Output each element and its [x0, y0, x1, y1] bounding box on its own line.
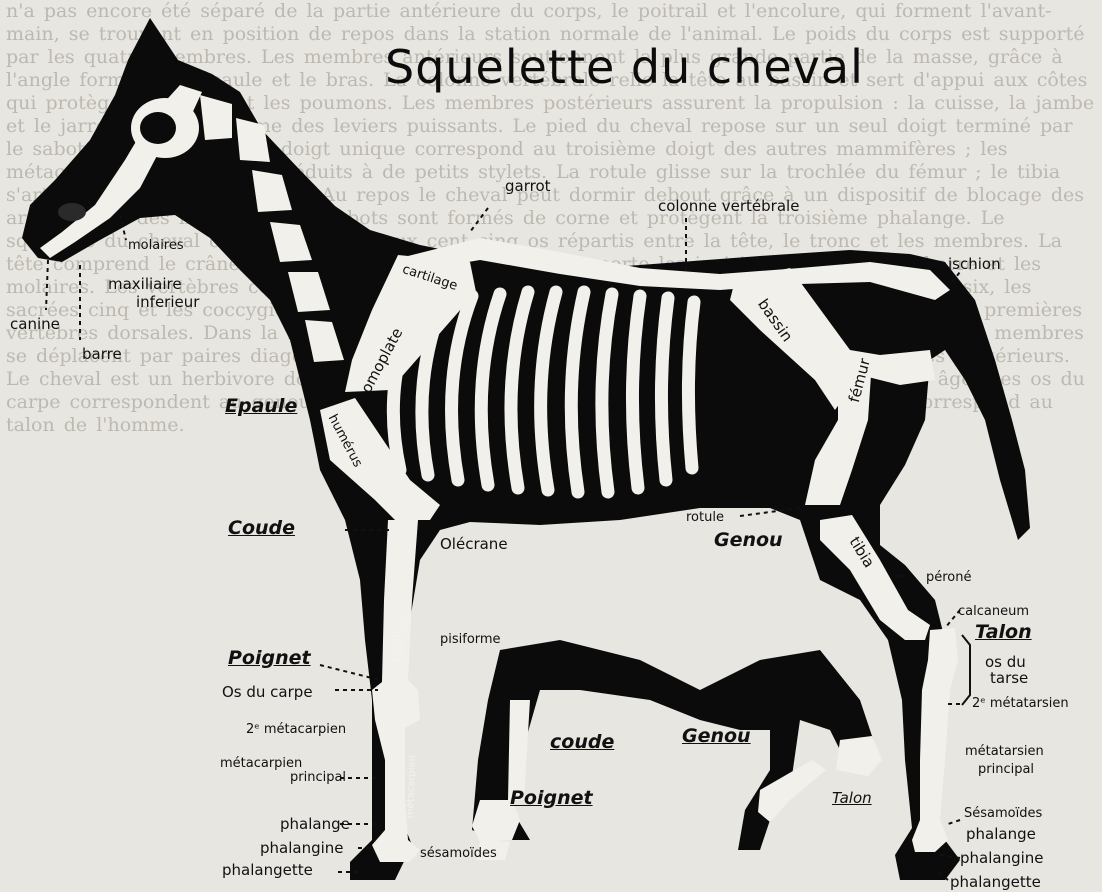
label-sesamoides-left: sésamoïdes [420, 846, 497, 862]
label-radius: radius [388, 616, 409, 664]
label-barre: barre [82, 346, 122, 362]
label-poignet-mid: Poignet [510, 790, 593, 806]
label-phalangine-right: phalangine [960, 850, 1044, 866]
label-ischion: ischion [948, 256, 1001, 272]
label-maxillaire: maxiliaire [108, 276, 182, 292]
label-coude: Coude [228, 520, 295, 536]
label-talon: Talon [975, 624, 1032, 640]
label-os-du-carpe: Os du carpe [222, 684, 313, 700]
label-inferieur: inferieur [136, 294, 199, 310]
label-poignet: Poignet [228, 650, 311, 666]
label-canine: canine [10, 316, 60, 332]
label-talon-mid: Talon [832, 790, 872, 806]
label-pisiforme: pisiforme [440, 632, 501, 648]
label-perone: péroné [926, 570, 972, 586]
label-2e-metatarsien: 2ᵉ métatarsien [972, 696, 1069, 712]
label-metatarsien-principal-1: métatarsien [965, 744, 1044, 760]
label-colonne-vertebrale: colonne vertébrale [658, 198, 799, 214]
label-genou-right: Genou [714, 532, 783, 548]
label-olecrane: Olécrane [440, 536, 508, 552]
far-legs-silhouette [472, 640, 880, 850]
label-garrot: garrot [505, 178, 551, 194]
label-metacarpien-leg: métacarpien [403, 755, 421, 819]
label-coude-mid: coude [550, 734, 614, 750]
label-sesamoides-right: Sésamoïdes [964, 806, 1042, 822]
eye-socket-inner [140, 112, 176, 144]
talon-bracket [962, 635, 970, 705]
label-phalange-right: phalange [966, 826, 1036, 842]
label-phalangette-right: phalangette [950, 874, 1041, 890]
label-phalangette-left: phalangette [222, 862, 313, 878]
label-metatarsien-principal-2: principal [978, 762, 1034, 778]
label-2e-metacarpien: 2ᵉ métacarpien [246, 722, 346, 738]
nostril [58, 203, 86, 221]
label-phalangine-left: phalangine [260, 840, 344, 856]
label-rotule: rotule [686, 510, 724, 526]
diagram-title: Squelette du cheval [385, 40, 864, 94]
label-genou-mid: Genou [682, 728, 751, 744]
label-os-du-tarse-1: os du [985, 654, 1026, 670]
label-calcaneum: calcaneum [958, 604, 1029, 620]
label-molaires: molaires [128, 238, 184, 254]
label-metacarpien-principal-2: principal [290, 770, 346, 786]
label-epaule: Epaule [225, 398, 297, 414]
label-phalange-left: phalange [280, 816, 350, 832]
label-os-du-tarse-2: tarse [990, 670, 1028, 686]
